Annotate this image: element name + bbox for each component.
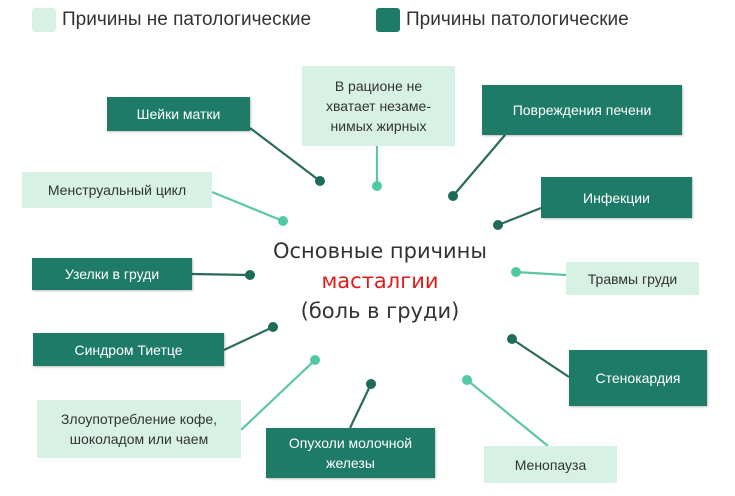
legend-swatch-pathological <box>376 8 400 32</box>
central-title-highlight: масталгии <box>321 269 439 293</box>
legend-swatch-non-pathological <box>32 8 56 32</box>
cause-diet: В рационе не хватает незаме-нимых жирных <box>302 66 455 146</box>
cause-tietze: Синдром Тиетце <box>33 333 224 366</box>
connector-cervix <box>249 127 321 182</box>
dot-coffee <box>310 355 320 365</box>
connector-coffee <box>240 359 316 431</box>
dot-nodules <box>245 270 255 280</box>
connector-menopause <box>466 379 549 447</box>
dot-angina <box>507 334 517 344</box>
connector-infections <box>497 206 542 227</box>
cause-tumors: Опухоли молочной железы <box>266 428 435 478</box>
dot-diet <box>372 181 382 191</box>
central-topic: Основные причины масталгии (боль в груди… <box>240 236 520 326</box>
dot-tietze <box>268 322 278 332</box>
dot-trauma <box>511 267 521 277</box>
dot-tumors <box>366 379 376 389</box>
connector-trauma <box>515 270 567 277</box>
central-title-line3: (боль в груди) <box>300 299 460 323</box>
cause-trauma: Травмы груди <box>566 262 699 295</box>
connector-menstrual <box>211 190 284 223</box>
central-title-line1: Основные причины <box>272 239 487 263</box>
connector-tumors <box>349 383 372 429</box>
dot-cervix <box>315 176 325 186</box>
cause-menstrual: Менструальный цикл <box>22 172 212 208</box>
cause-infections: Инфекции <box>541 177 692 218</box>
dot-infections <box>493 220 503 230</box>
connector-nodules <box>191 272 251 277</box>
connector-liver <box>452 134 506 197</box>
cause-cervix: Шейки матки <box>107 97 250 131</box>
legend-label-pathological: Причины патологические <box>406 9 629 30</box>
connector-angina <box>511 338 570 378</box>
connector-tietze <box>223 326 274 351</box>
cause-angina: Стенокардия <box>569 350 707 406</box>
cause-nodules: Узелки в груди <box>32 258 192 290</box>
cause-menopause: Менопауза <box>484 446 617 483</box>
legend-label-non-pathological: Причины не патологические <box>62 9 312 30</box>
dot-menstrual <box>278 216 288 226</box>
dot-menopause <box>462 375 472 385</box>
cause-liver: Повреждения печени <box>482 85 682 135</box>
dot-liver <box>448 191 458 201</box>
cause-coffee: Злоупотребление кофе, шоколадом или чаем <box>37 400 241 458</box>
